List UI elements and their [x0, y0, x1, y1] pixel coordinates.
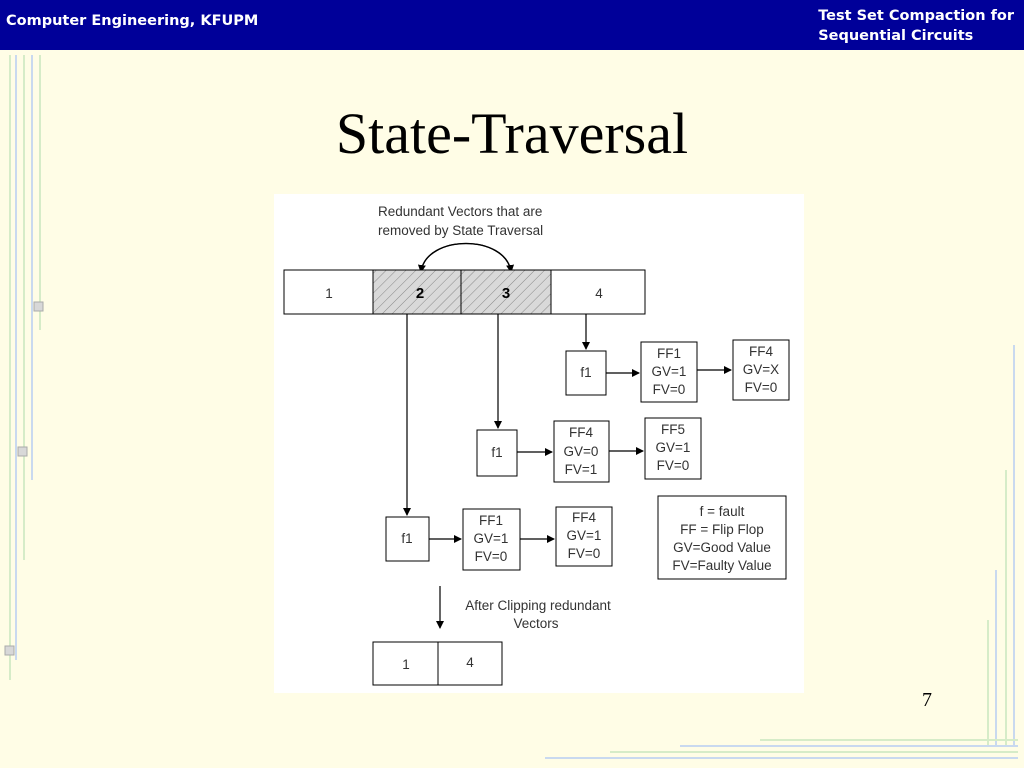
result-cell — [437, 641, 503, 686]
flipflop-name: FF1 — [479, 513, 503, 528]
presentation-title-line2: Sequential Circuits — [818, 28, 974, 44]
good-value: GV=1 — [652, 364, 687, 379]
fault-chain-row3: f1 FF1 GV=1 FV=0 FF4 GV=1 FV=0 — [385, 506, 613, 571]
flipflop-name: FF5 — [661, 422, 685, 437]
faulty-value: FV=0 — [653, 382, 686, 397]
good-value: GV=X — [743, 362, 779, 377]
flipflop-box — [555, 506, 613, 567]
vector-label: 3 — [502, 285, 510, 302]
legend-item: FV=Faulty Value — [672, 558, 771, 573]
faulty-value: FV=0 — [568, 546, 601, 561]
annotation-line2: removed by State Traversal — [378, 223, 543, 238]
vector-cell — [283, 269, 374, 315]
flipflop-name: FF4 — [572, 510, 596, 525]
faulty-value: FV=0 — [657, 458, 690, 473]
faulty-value: FV=0 — [475, 549, 508, 564]
faulty-value: FV=0 — [745, 380, 778, 395]
flipflop-box — [640, 341, 698, 403]
vector-cell — [550, 269, 646, 315]
good-value: GV=0 — [564, 444, 599, 459]
flipflop-box — [553, 420, 610, 483]
result-sequence: 1 4 — [372, 641, 503, 686]
fault-label: f1 — [491, 445, 502, 460]
flipflop-box — [732, 339, 790, 401]
result-label: 1 — [402, 657, 410, 672]
fault-chain-row2: f1 FF4 GV=0 FV=1 FF5 GV=1 FV=0 — [476, 417, 702, 483]
fault-box — [476, 429, 518, 477]
flipflop-name: FF4 — [569, 425, 593, 440]
presentation-title-line1: Test Set Compaction for — [818, 8, 1014, 24]
vector-label: 1 — [325, 286, 333, 301]
slide-title: State-Traversal — [335, 101, 689, 166]
fault-box — [385, 516, 430, 562]
legend-item: FF = Flip Flop — [680, 522, 764, 537]
vector-label: 2 — [416, 285, 424, 302]
header-bar: Computer Engineering, KFUPM Test Set Com… — [0, 0, 1024, 50]
legend-item: GV=Good Value — [673, 540, 771, 555]
faulty-value: FV=1 — [565, 462, 598, 477]
vector-label: 4 — [595, 286, 603, 301]
course-label: Computer Engineering, KFUPM — [6, 13, 259, 29]
vector-cell-redundant — [372, 269, 462, 315]
state-traversal-diagram: Redundant Vectors that are removed by St… — [274, 194, 804, 693]
after-clipping-line2: Vectors — [513, 616, 558, 631]
presentation-title: Test Set Compaction for Sequential Circu… — [818, 6, 1014, 46]
result-cell — [372, 641, 439, 686]
page-number: 7 — [922, 689, 932, 711]
redundant-arc-arrow-back — [417, 243, 512, 273]
good-value: GV=1 — [567, 528, 602, 543]
fault-label: f1 — [401, 531, 412, 546]
fault-label: f1 — [580, 365, 591, 380]
good-value: GV=1 — [656, 440, 691, 455]
fault-chain-row1: f1 FF1 GV=1 FV=0 FF4 GV=X FV=0 — [565, 339, 790, 403]
flipflop-name: FF1 — [657, 346, 681, 361]
flipflop-name: FF4 — [749, 344, 773, 359]
annotation-line1: Redundant Vectors that are — [378, 204, 542, 219]
result-label: 4 — [466, 655, 474, 670]
good-value: GV=1 — [474, 531, 509, 546]
vector-cell-redundant — [460, 269, 552, 315]
after-clipping-line1: After Clipping redundant — [465, 598, 611, 613]
flipflop-box — [644, 417, 702, 480]
legend-box: f = fault FF = Flip Flop GV=Good Value F… — [657, 495, 787, 580]
legend-item: f = fault — [700, 504, 745, 519]
vector-sequence: 1 2 3 4 — [283, 269, 646, 315]
